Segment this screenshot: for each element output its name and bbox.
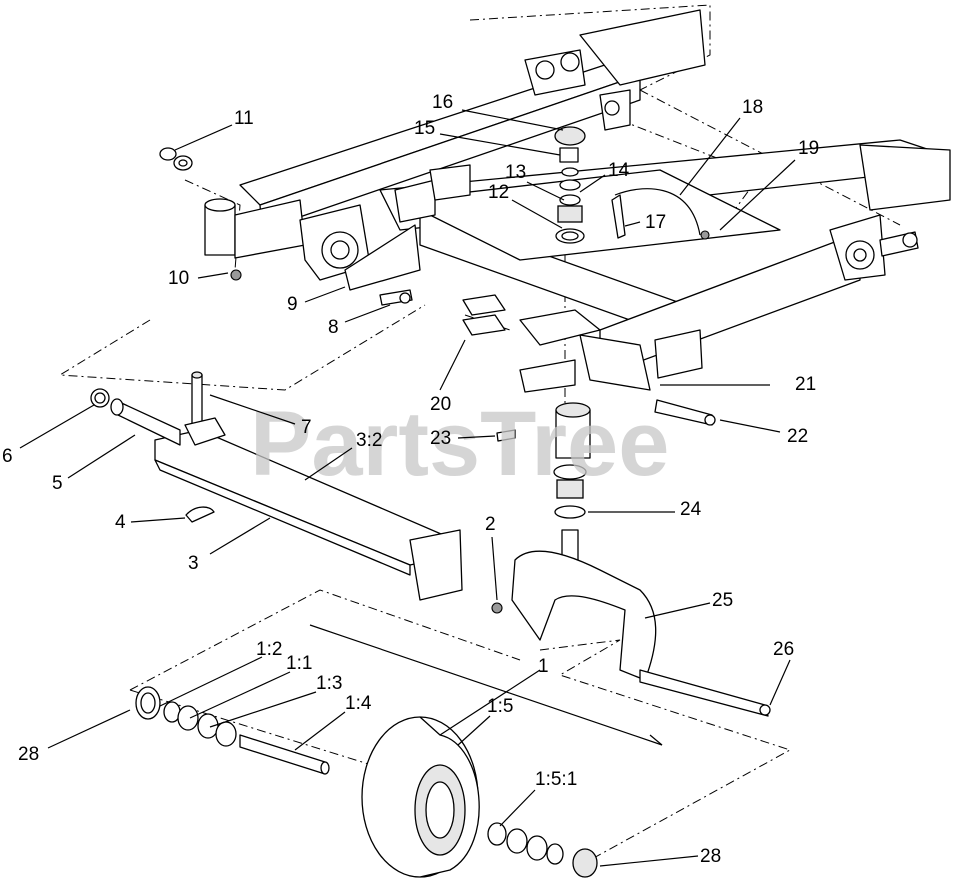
left-caster-mount bbox=[159, 147, 421, 306]
caster-housing bbox=[496, 399, 716, 519]
callout-22: 22 bbox=[787, 426, 808, 447]
caster-fork bbox=[491, 529, 771, 717]
callout-8: 8 bbox=[328, 317, 339, 338]
mower-frame bbox=[239, 9, 951, 393]
callout-13: 13 bbox=[505, 162, 526, 183]
hitch-pin-lanyard bbox=[611, 188, 710, 240]
wear-pads bbox=[462, 294, 506, 336]
callout-4: 4 bbox=[115, 512, 126, 533]
callout-11: 11 bbox=[234, 108, 254, 129]
callout-21: 21 bbox=[795, 374, 816, 395]
watermark-text: PartsTree bbox=[250, 393, 669, 495]
callout-3: 3 bbox=[188, 553, 199, 574]
callout-1-2: 1:2 bbox=[256, 639, 282, 660]
callout-24: 24 bbox=[680, 499, 702, 520]
callout-16: 16 bbox=[432, 92, 453, 113]
callout-19: 19 bbox=[798, 138, 819, 159]
callout-10: 10 bbox=[168, 268, 189, 289]
caster-spindle-stack bbox=[554, 126, 586, 244]
callout-1-4: 1:4 bbox=[345, 693, 372, 714]
callout-1: 1 bbox=[538, 656, 549, 677]
callout-26: 26 bbox=[773, 639, 794, 660]
leader-lines bbox=[19, 109, 796, 867]
callout-2: 2 bbox=[485, 514, 496, 535]
callout-9: 9 bbox=[287, 294, 298, 315]
callout-28-left: 28 bbox=[18, 744, 39, 765]
callout-15: 15 bbox=[414, 118, 435, 139]
callout-3-2: 3:2 bbox=[356, 430, 382, 451]
callout-5: 5 bbox=[52, 473, 63, 494]
wheel-assembly bbox=[135, 686, 598, 878]
callout-18: 18 bbox=[742, 97, 763, 118]
callout-17: 17 bbox=[645, 212, 666, 233]
callout-12: 12 bbox=[488, 182, 509, 203]
callout-23: 23 bbox=[430, 428, 451, 449]
callout-25: 25 bbox=[712, 590, 733, 611]
callout-labels: 16 15 11 13 14 12 18 19 17 10 9 8 20 21 … bbox=[2, 92, 819, 867]
callout-28-right: 28 bbox=[700, 846, 721, 867]
callout-14: 14 bbox=[608, 160, 630, 181]
callout-6: 6 bbox=[2, 446, 13, 467]
axle-bar-assembly bbox=[90, 371, 463, 601]
callout-1-3: 1:3 bbox=[316, 673, 342, 694]
callout-1-5: 1:5 bbox=[487, 696, 513, 717]
callout-20: 20 bbox=[430, 394, 451, 415]
callout-1-5-1: 1:5:1 bbox=[535, 769, 577, 790]
callout-7: 7 bbox=[301, 417, 312, 438]
callout-1-1: 1:1 bbox=[286, 653, 312, 674]
